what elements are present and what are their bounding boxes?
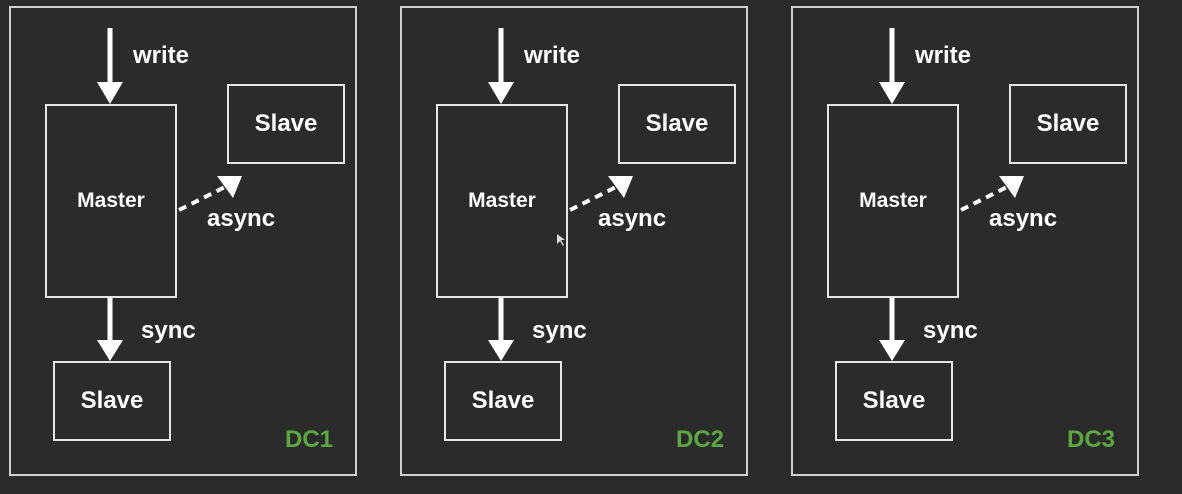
datacenter-panel-dc2: write Master Slave async sync Slave DC2 [400,6,748,476]
master-node: Master [827,104,959,298]
datacenter-panel-dc1: write Master Slave async sync Slave DC1 [9,6,357,476]
sync-label: sync [923,317,978,344]
write-label: write [524,42,581,69]
sync-label: sync [532,317,587,344]
async-arrow-head [217,176,242,198]
write-arrow-head [488,82,514,104]
dc-label: DC1 [284,426,333,453]
write-label: write [133,42,190,69]
sync-arrow-head [879,340,905,361]
async-label: async [207,205,276,232]
write-arrow-head [879,82,905,104]
sync-slave-node: Slave [444,361,562,441]
master-node: Master [45,104,177,298]
dc-label: DC3 [1066,426,1115,453]
master-node: Master [436,104,568,298]
write-arrow-head [97,82,123,104]
async-arrow-head [608,176,633,198]
dc-label: DC2 [675,426,724,453]
async-label: async [598,205,667,232]
async-slave-node: Slave [618,84,736,164]
write-label: write [915,42,972,69]
datacenter-panel-dc3: write Master Slave async sync Slave DC3 [791,6,1139,476]
async-slave-node: Slave [1009,84,1127,164]
sync-slave-node: Slave [835,361,953,441]
async-label: async [989,205,1058,232]
sync-arrow-head [97,340,123,361]
sync-arrow-head [488,340,514,361]
sync-label: sync [141,317,196,344]
async-arrow-head [999,176,1024,198]
sync-slave-node: Slave [53,361,171,441]
async-slave-node: Slave [227,84,345,164]
